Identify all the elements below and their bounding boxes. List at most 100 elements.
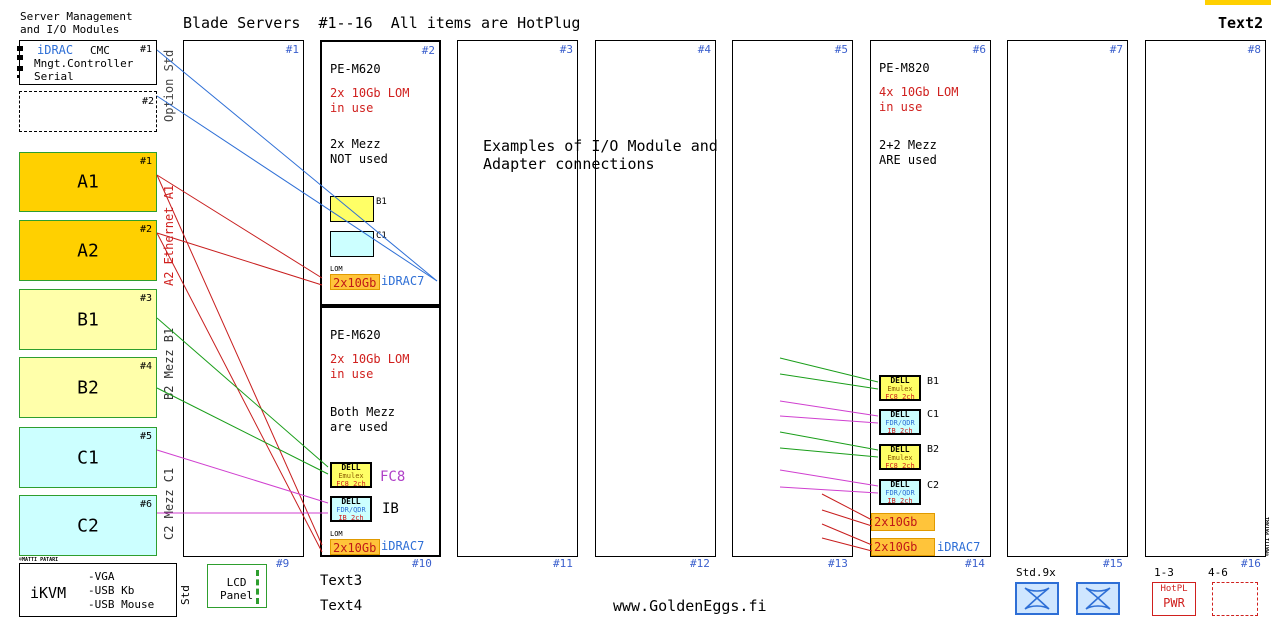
power-supply-1[interactable]: HotPL PWR: [1152, 582, 1196, 616]
blade-slot-7[interactable]: #7: [1007, 40, 1128, 557]
blade2-mezz-b1[interactable]: [330, 196, 374, 222]
cmc-port: [17, 66, 23, 71]
cmc-idrac-label: iDRAC: [37, 43, 74, 57]
fabric-c-label: C2 Mezz C1: [162, 467, 176, 540]
power-range-1: 1-3: [1154, 566, 1174, 579]
slot-number-14: #14: [965, 557, 985, 570]
blade10-lom-line2: in use: [330, 367, 374, 381]
blade-slot-3[interactable]: #3: [457, 40, 578, 557]
top-right-marker: [1205, 0, 1271, 5]
cmc-port: [17, 46, 23, 51]
fan-icon[interactable]: [1015, 582, 1059, 615]
slot-number-10: #10: [412, 557, 432, 570]
cmc-serial: Serial: [34, 70, 74, 83]
cmc-option-slot[interactable]: #2: [19, 91, 157, 132]
footer-url[interactable]: www.GoldenEggs.fi: [613, 597, 767, 615]
fan-blades-icon: [1085, 587, 1111, 610]
io-module-c2[interactable]: #6 C2: [19, 495, 157, 556]
blade6-card-c2-label: C2: [927, 480, 940, 491]
blade2-lom-line1: 2x 10Gb LOM: [330, 86, 410, 100]
blade2-c1-label: C1: [376, 231, 387, 241]
lcd-indicator: [256, 570, 263, 604]
page-title: Blade Servers #1--16 All items are HotPl…: [183, 14, 581, 32]
blade2-idrac: iDRAC7: [381, 274, 425, 288]
blade2-mezz-c1[interactable]: [330, 231, 374, 257]
blade2-mezz-line1: 2x Mezz: [330, 137, 381, 151]
blade-slot-4[interactable]: #4: [595, 40, 716, 557]
copyright-left: ©MATTI PATARI: [19, 557, 59, 563]
blade2-model: PE-M620: [330, 62, 381, 76]
blade10-lom-line1: 2x 10Gb LOM: [330, 352, 410, 366]
blade-slot-5[interactable]: #5: [732, 40, 853, 557]
blade-slot-1[interactable]: #1: [183, 40, 304, 557]
blade-slot-2[interactable]: #2 PE-M620 2x 10Gb LOM in use 2x Mezz NO…: [320, 40, 441, 306]
corner-title: Server Management and I/O Modules: [20, 10, 133, 36]
blade6-lom-line2: in use: [879, 100, 923, 114]
blade2-mezz-line2: NOT used: [330, 152, 388, 166]
fan-icon[interactable]: [1076, 582, 1120, 615]
text4-label: Text4: [320, 598, 363, 614]
blade10-mezz-line1: Both Mezz: [330, 405, 396, 419]
io-module-a1[interactable]: #1 A1: [19, 152, 157, 212]
blade6-card-b1-label: B1: [927, 376, 940, 387]
blade10-mezz-line2: are used: [330, 420, 388, 434]
cmc-option-number: #2: [141, 96, 154, 107]
blade-slot-6[interactable]: #6 PE-M820 4x 10Gb LOM in use 2+2 Mezz A…: [870, 40, 991, 557]
blade2-lom[interactable]: 2x10Gb: [330, 274, 380, 290]
examples-caption: Examples of I/O Module and Adapter conne…: [483, 137, 718, 173]
option-std-label: Option Std: [162, 49, 176, 122]
lcd-label: LCD Panel: [220, 576, 254, 602]
blade10-fc8-card[interactable]: DELL Emulex FC8 2ch: [330, 462, 372, 488]
blade2-lom-small: LOM: [330, 265, 343, 273]
cmc-port: [17, 75, 20, 78]
blade6-idrac: iDRAC7: [937, 540, 981, 554]
io-module-a2[interactable]: #2 A2: [19, 220, 157, 281]
blade10-fc8-label: FC8: [380, 469, 406, 485]
cmc-port: [17, 55, 23, 60]
blade6-card-b1[interactable]: DELL Emulex FC8 2ch: [879, 375, 921, 401]
ikvm-ports: -VGA -USB Kb -USB Mouse: [88, 570, 155, 611]
slot-number-16: #16: [1241, 557, 1261, 570]
blade-slot-8[interactable]: #8: [1145, 40, 1266, 557]
power-range-2: 4-6: [1208, 566, 1228, 579]
io-module-b2[interactable]: #4 B2: [19, 357, 157, 418]
blade2-lom-line2: in use: [330, 101, 374, 115]
blade6-lom-line1: 4x 10Gb LOM: [879, 85, 959, 99]
blade6-mezz-line2: ARE used: [879, 153, 937, 167]
blade6-lom-1[interactable]: 2x10Gb: [871, 513, 935, 531]
blade10-ib-card[interactable]: DELL FDR/QDR IB 2ch: [330, 496, 372, 522]
slot-number-9: #9: [276, 557, 290, 570]
ikvm-std-label: Std: [179, 585, 192, 605]
slot-number-12: #12: [690, 557, 710, 570]
blade6-mezz-line1: 2+2 Mezz: [879, 138, 937, 152]
cmc-module[interactable]: iDRAC CMC #1 Mngt.Controller Serial: [17, 40, 157, 85]
slot-number-15: #15: [1103, 557, 1123, 570]
blade6-model: PE-M820: [879, 61, 930, 75]
blade6-card-c1-label: C1: [927, 409, 940, 420]
ikvm-title: iKVM: [30, 584, 67, 602]
cmc-slot-number: #1: [140, 44, 153, 55]
slot-number-11: #11: [553, 557, 573, 570]
io-module-b1[interactable]: #3 B1: [19, 289, 157, 350]
fan-blades-icon: [1024, 587, 1050, 610]
cmc-mngt-controller: Mngt.Controller: [34, 57, 134, 70]
blade6-lom-2[interactable]: 2x10Gb: [871, 538, 935, 556]
blade10-ib-label: IB: [382, 501, 399, 517]
blade2-b1-label: B1: [376, 197, 387, 207]
blade6-card-c1[interactable]: DELL FDR/QDR IB 2ch: [879, 409, 921, 435]
text3-label: Text3: [320, 573, 363, 589]
ikvm-module[interactable]: iKVM -VGA -USB Kb -USB Mouse: [19, 563, 177, 617]
fabric-b-label: B2 Mezz B1: [162, 327, 176, 400]
blade10-model: PE-M620: [330, 328, 381, 342]
blade6-card-b2[interactable]: DELL Emulex FC8 2ch: [879, 444, 921, 470]
blade6-card-c2[interactable]: DELL FDR/QDR IB 2ch: [879, 479, 921, 505]
power-supply-slot-empty[interactable]: [1212, 582, 1258, 616]
blade10-lom[interactable]: 2x10Gb: [330, 539, 380, 555]
text2-label: Text2: [1218, 14, 1264, 32]
blade-slot-10[interactable]: PE-M620 2x 10Gb LOM in use Both Mezz are…: [320, 306, 441, 557]
blade10-lom-small: LOM: [330, 530, 343, 538]
io-module-c1[interactable]: #5 C1: [19, 427, 157, 488]
cmc-label: CMC: [90, 44, 110, 57]
slot-number-13: #13: [828, 557, 848, 570]
lcd-panel[interactable]: LCD Panel: [207, 564, 267, 608]
